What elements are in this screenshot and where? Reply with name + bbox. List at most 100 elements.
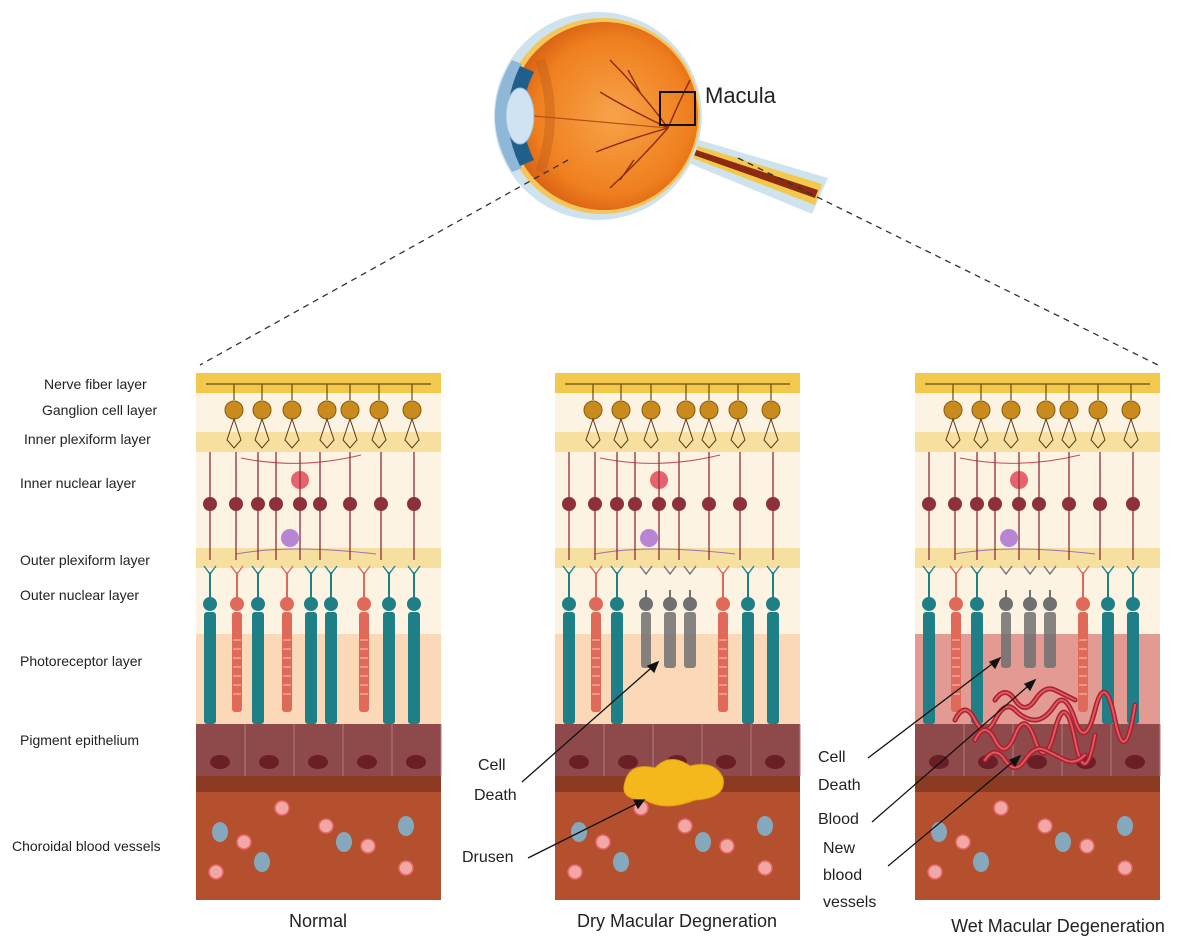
bipolar-cell xyxy=(628,497,642,511)
layer-label-outer-nuclear: Outer nuclear layer xyxy=(20,587,139,603)
panel-normal xyxy=(196,373,441,900)
rpe-nucleus xyxy=(716,755,736,769)
cone-nucleus xyxy=(407,597,421,611)
red-blood-cell xyxy=(720,839,734,853)
ganglion-cell xyxy=(584,401,602,419)
ganglion-cell xyxy=(1122,401,1140,419)
layer-label-inner-nuclear: Inner nuclear layer xyxy=(20,475,136,491)
ganglion-cell xyxy=(403,401,421,419)
lens xyxy=(506,88,534,144)
macula-label: Macula xyxy=(705,83,777,108)
bipolar-cell xyxy=(1093,497,1107,511)
outer-plexiform-band xyxy=(196,548,441,568)
ganglion-cell xyxy=(1037,401,1055,419)
rpe-nucleus xyxy=(357,755,377,769)
bipolar-cell xyxy=(203,497,217,511)
retina-panels xyxy=(196,373,1160,900)
layer-label-photoreceptor: Photoreceptor layer xyxy=(20,653,143,669)
cone-nucleus xyxy=(663,597,677,611)
outer-plexiform-band xyxy=(915,548,1160,568)
dead-photoreceptor xyxy=(1044,612,1056,668)
red-blood-cell xyxy=(928,865,942,879)
red-blood-cell xyxy=(1080,839,1094,853)
cone-nucleus xyxy=(382,597,396,611)
ganglion-cell xyxy=(1002,401,1020,419)
layer-label-nerve-fiber: Nerve fiber layer xyxy=(44,376,147,392)
white-blood-cell xyxy=(695,832,711,852)
white-blood-cell xyxy=(254,852,270,872)
layer-label-choroidal-vessels: Choroidal blood vessels xyxy=(12,838,161,854)
wet-blood-label: Blood xyxy=(818,811,859,828)
dry-drusen-label: Drusen xyxy=(462,849,514,866)
bipolar-cell xyxy=(970,497,984,511)
ganglion-cell xyxy=(341,401,359,419)
cone-segment xyxy=(611,612,623,724)
white-blood-cell xyxy=(398,816,414,836)
bipolar-cell xyxy=(652,497,666,511)
white-blood-cell xyxy=(1055,832,1071,852)
layer-label-ganglion-cell: Ganglion cell layer xyxy=(42,402,158,418)
panel-title-wet: Wet Macular Degeneration xyxy=(951,916,1165,936)
white-blood-cell xyxy=(931,822,947,842)
cone-nucleus xyxy=(251,597,265,611)
cone-segment xyxy=(767,612,779,724)
ganglion-cell xyxy=(944,401,962,419)
cone-nucleus xyxy=(1023,597,1037,611)
white-blood-cell xyxy=(613,852,629,872)
red-blood-cell xyxy=(361,839,375,853)
ganglion-cell xyxy=(283,401,301,419)
bipolar-cell xyxy=(588,497,602,511)
rod-segment xyxy=(232,612,242,712)
panel-title-normal: Normal xyxy=(289,911,347,931)
wet-cell-death-label-line1: Cell xyxy=(818,749,846,766)
ganglion-cell xyxy=(1060,401,1078,419)
bipolar-cell xyxy=(733,497,747,511)
choroid xyxy=(555,792,800,900)
red-blood-cell xyxy=(1038,819,1052,833)
rod-segment xyxy=(951,612,961,712)
layer-label-pigment-epithelium: Pigment epithelium xyxy=(20,732,139,748)
choroid xyxy=(915,792,1160,900)
nerve-fiber-layer xyxy=(915,373,1160,393)
panel-title-dry: Dry Macular Degneration xyxy=(577,911,777,931)
horizontal-cell xyxy=(1000,529,1018,547)
ganglion-cell xyxy=(762,401,780,419)
cone-nucleus xyxy=(683,597,697,611)
rod-nucleus xyxy=(357,597,371,611)
ganglion-cell xyxy=(370,401,388,419)
cone-nucleus xyxy=(1101,597,1115,611)
cone-segment xyxy=(408,612,420,724)
nerve-fiber-layer xyxy=(196,373,441,393)
red-blood-cell xyxy=(1118,861,1132,875)
bipolar-cell xyxy=(988,497,1002,511)
rod-nucleus xyxy=(639,597,653,611)
wet-new-vessels-label-line2: blood xyxy=(823,867,862,884)
rod-nucleus xyxy=(716,597,730,611)
red-blood-cell xyxy=(275,801,289,815)
cone-segment xyxy=(305,612,317,724)
cone-segment xyxy=(971,612,983,724)
cone-segment xyxy=(252,612,264,724)
dead-photoreceptor xyxy=(1024,612,1036,668)
wet-cell-death-label-line2: Death xyxy=(818,777,861,794)
bruch-membrane xyxy=(915,776,1160,792)
rpe-nucleus xyxy=(765,755,785,769)
bipolar-cell xyxy=(702,497,716,511)
outer-plexiform-band xyxy=(555,548,800,568)
red-blood-cell xyxy=(758,861,772,875)
inner-plexiform-band xyxy=(555,432,800,452)
red-blood-cell xyxy=(956,835,970,849)
ganglion-cell xyxy=(729,401,747,419)
rpe-nucleus xyxy=(1125,755,1145,769)
white-blood-cell xyxy=(757,816,773,836)
inner-plexiform-band xyxy=(196,432,441,452)
rod-nucleus xyxy=(949,597,963,611)
red-blood-cell xyxy=(678,819,692,833)
cone-nucleus xyxy=(562,597,576,611)
rod-segment xyxy=(1078,612,1088,712)
cone-segment xyxy=(923,612,935,724)
rpe-nucleus xyxy=(259,755,279,769)
choroid xyxy=(196,792,441,900)
cone-segment xyxy=(325,612,337,724)
